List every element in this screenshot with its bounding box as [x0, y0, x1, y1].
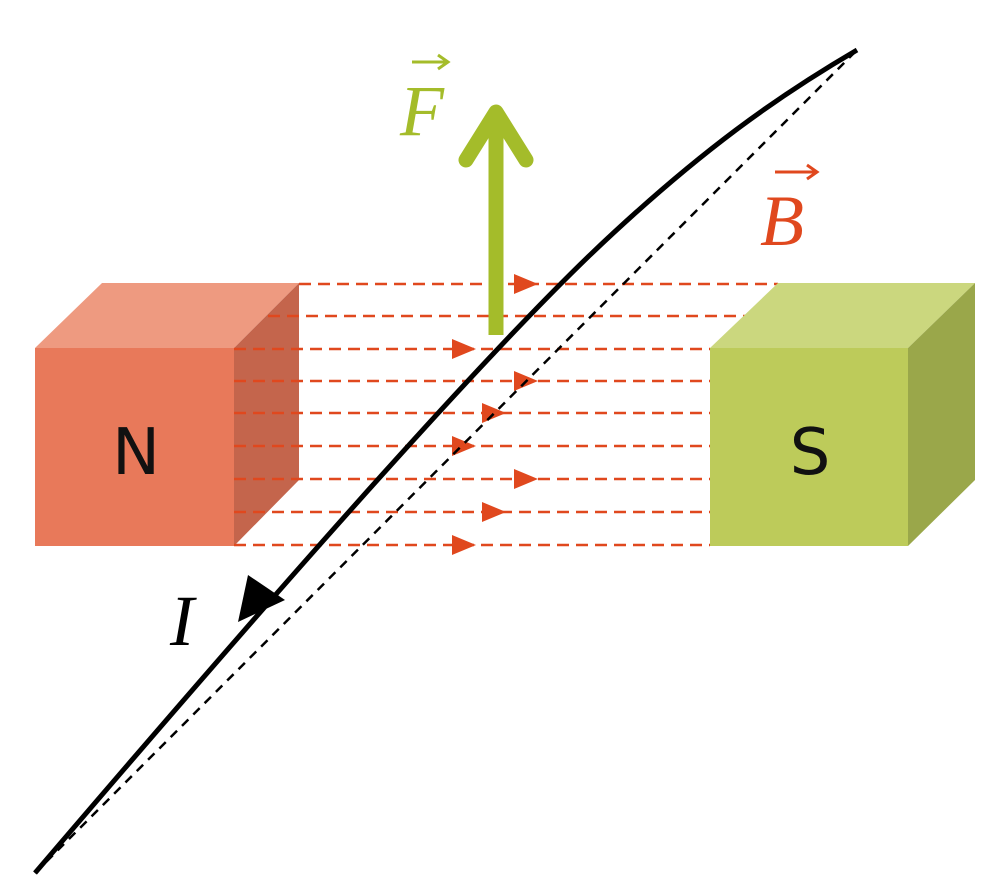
south-pole-label: S: [790, 416, 831, 490]
field-line-arrowhead-icon: [452, 535, 476, 555]
force-symbol: F: [399, 71, 445, 151]
force-arrow-icon: [458, 104, 534, 335]
field-line-arrowhead-icon: [482, 502, 506, 522]
field-line-arrowhead-icon: [452, 339, 476, 359]
north-pole-label: N: [112, 416, 160, 490]
south-magnet-front-face: [710, 348, 908, 546]
south-magnet-side-face: [908, 283, 975, 546]
current-label: I: [169, 581, 197, 661]
field-line-arrowhead-icon: [514, 469, 538, 489]
current-arrowhead-icon: [238, 575, 285, 622]
vector-overarrow-icon: [412, 53, 451, 71]
north-magnet: N: [35, 283, 299, 546]
north-magnet-front-face: [35, 348, 234, 546]
current-wire: [33, 47, 859, 875]
field-line-arrowhead-icon: [514, 274, 538, 294]
current-symbol: I: [169, 581, 197, 661]
vector-overarrow-icon: [775, 163, 820, 181]
field-label: B: [760, 163, 820, 261]
force-label: F: [399, 53, 451, 151]
magnetic-field-lines: [234, 274, 778, 555]
south-magnet-top-face: [710, 283, 975, 348]
north-magnet-top-face: [35, 283, 299, 348]
south-magnet: S: [710, 283, 975, 546]
wire-reference-line: [34, 49, 858, 874]
field-symbol: B: [760, 181, 804, 261]
